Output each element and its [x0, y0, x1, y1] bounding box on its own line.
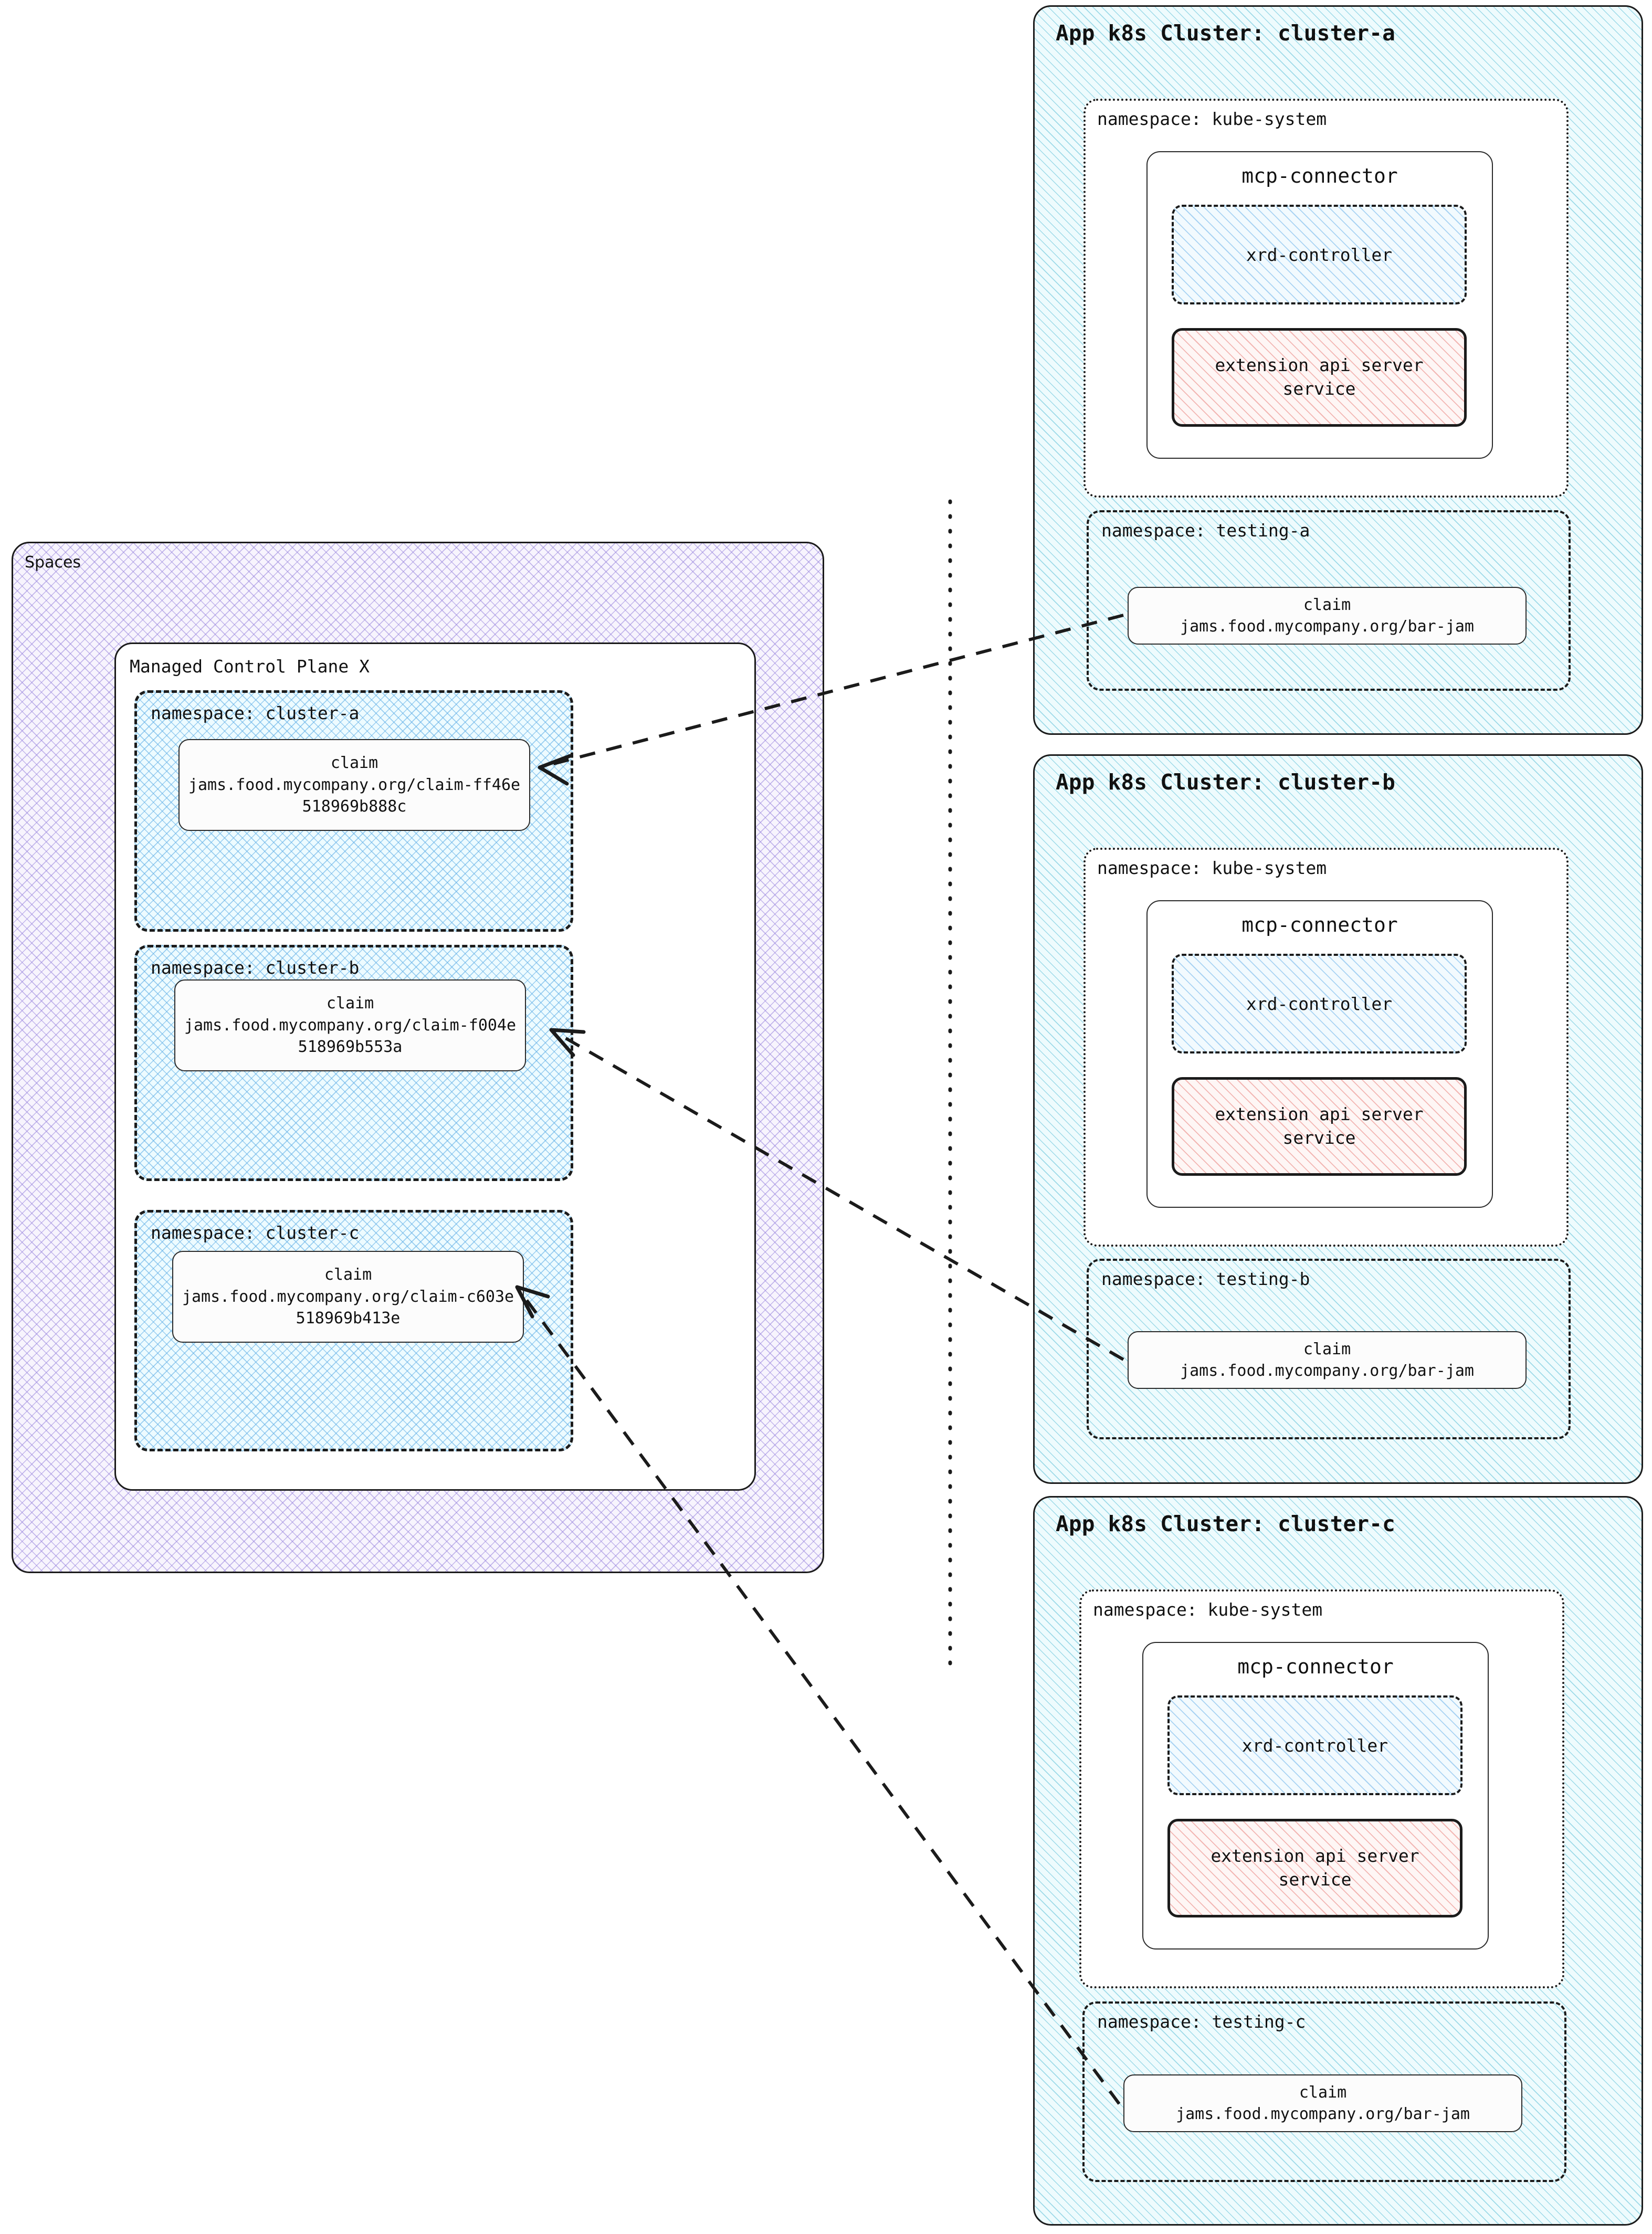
- cluster-c-extension-api-server: extension api server service: [1167, 1819, 1462, 1917]
- cluster-c-xrd-controller: xrd-controller: [1167, 1695, 1462, 1795]
- cluster-b-testing-namespace-label: namespace: testing-b: [1101, 1269, 1310, 1289]
- cluster-a-testing-namespace-label: namespace: testing-a: [1101, 520, 1310, 541]
- claim-box-cluster-c[interactable]: claim jams.food.mycompany.org/claim-c603…: [172, 1251, 524, 1343]
- cluster-c-testing-claim[interactable]: claim jams.food.mycompany.org/bar-jam: [1123, 2074, 1522, 2132]
- claim-ref: jams.food.mycompany.org/bar-jam: [1176, 2105, 1470, 2123]
- claim-ref: jams.food.mycompany.org/claim-ff46e51896…: [188, 775, 521, 816]
- cluster-a-xrd-controller: xrd-controller: [1172, 205, 1467, 304]
- cluster-c-testing-claim-text: claim jams.food.mycompany.org/bar-jam: [1176, 2082, 1470, 2125]
- cluster-b-testing-claim[interactable]: claim jams.food.mycompany.org/bar-jam: [1128, 1331, 1527, 1389]
- claim-box-cluster-a-text: claim jams.food.mycompany.org/claim-ff46…: [180, 752, 529, 817]
- cluster-a-testing-namespace: namespace: testing-a: [1087, 510, 1571, 691]
- cluster-c-kube-system-label: namespace: kube-system: [1093, 1599, 1323, 1620]
- cluster-a-kube-system-label: namespace: kube-system: [1097, 109, 1327, 129]
- claim-kind: claim: [1303, 595, 1351, 614]
- cluster-c-extension-api-server-label: extension api server service: [1211, 1846, 1419, 1890]
- namespace-cluster-c-label: namespace: cluster-c: [151, 1223, 360, 1243]
- claim-kind: claim: [326, 994, 374, 1013]
- claim-kind: claim: [324, 1266, 372, 1284]
- cluster-a-extension-api-server-label: extension api server service: [1215, 355, 1424, 399]
- cluster-a-testing-claim[interactable]: claim jams.food.mycompany.org/bar-jam: [1128, 587, 1527, 645]
- cluster-b-xrd-controller: xrd-controller: [1172, 954, 1467, 1053]
- claim-kind: claim: [1299, 2083, 1347, 2102]
- cluster-a-title: App k8s Cluster: cluster-a: [1056, 20, 1395, 46]
- cluster-b-title: App k8s Cluster: cluster-b: [1056, 770, 1395, 795]
- claim-ref: jams.food.mycompany.org/claim-c603e51896…: [182, 1287, 514, 1328]
- namespace-cluster-b-label: namespace: cluster-b: [151, 957, 360, 978]
- cluster-a-extension-api-server: extension api server service: [1172, 328, 1467, 427]
- claim-kind: claim: [1303, 1340, 1351, 1358]
- cluster-c-title: App k8s Cluster: cluster-c: [1056, 1511, 1395, 1536]
- cluster-b-mcp-connector-title: mcp-connector: [1241, 913, 1398, 936]
- claim-box-cluster-b[interactable]: claim jams.food.mycompany.org/claim-f004…: [174, 979, 526, 1071]
- cluster-b-extension-api-server: extension api server service: [1172, 1077, 1467, 1176]
- claim-ref: jams.food.mycompany.org/bar-jam: [1180, 617, 1474, 636]
- cluster-c-xrd-controller-label: xrd-controller: [1241, 1735, 1388, 1756]
- cluster-b-kube-system-label: namespace: kube-system: [1097, 858, 1327, 878]
- namespace-cluster-a-label: namespace: cluster-a: [151, 703, 360, 723]
- control-plane-title: Managed Control Plane X: [130, 656, 370, 677]
- claim-box-cluster-b-text: claim jams.food.mycompany.org/claim-f004…: [175, 993, 525, 1058]
- cluster-b-xrd-controller-label: xrd-controller: [1246, 993, 1393, 1014]
- claim-kind: claim: [330, 754, 378, 773]
- cluster-c-mcp-connector-title: mcp-connector: [1237, 1655, 1394, 1678]
- claim-ref: jams.food.mycompany.org/claim-f004e51896…: [184, 1016, 517, 1057]
- cluster-c-testing-namespace-label: namespace: testing-c: [1097, 2011, 1306, 2032]
- cluster-a-testing-claim-text: claim jams.food.mycompany.org/bar-jam: [1180, 594, 1474, 638]
- spaces-title: Spaces: [25, 553, 81, 572]
- claim-box-cluster-a[interactable]: claim jams.food.mycompany.org/claim-ff46…: [178, 739, 530, 831]
- cluster-a-xrd-controller-label: xrd-controller: [1246, 244, 1393, 265]
- claim-ref: jams.food.mycompany.org/bar-jam: [1180, 1362, 1474, 1380]
- cluster-b-testing-claim-text: claim jams.food.mycompany.org/bar-jam: [1180, 1339, 1474, 1382]
- cluster-a-mcp-connector-title: mcp-connector: [1241, 164, 1398, 187]
- cluster-b-extension-api-server-label: extension api server service: [1215, 1104, 1424, 1148]
- claim-box-cluster-c-text: claim jams.food.mycompany.org/claim-c603…: [173, 1264, 523, 1329]
